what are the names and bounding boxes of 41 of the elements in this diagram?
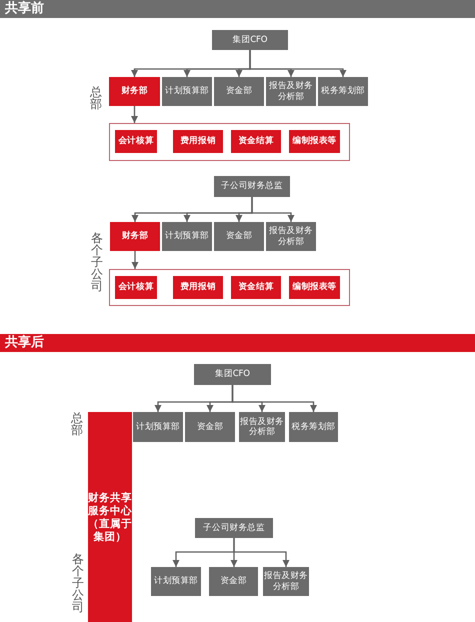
department-box: 集团CFO	[194, 364, 271, 385]
department-box: 计划预算部	[162, 77, 212, 106]
department-box: 资金部	[185, 412, 235, 442]
arrow	[249, 50, 346, 77]
highlighted-box: 会计核算	[115, 130, 157, 153]
side-label: 各个子公司	[91, 232, 103, 292]
arrow	[131, 106, 138, 123]
section-title: 共享前	[5, 1, 44, 17]
department-box: 资金部	[214, 77, 264, 106]
department-box: 计划预算部	[133, 412, 183, 442]
department-box: 报告及财务分析部	[239, 412, 285, 442]
highlighted-box: 财务部	[110, 222, 160, 251]
department-box: 资金部	[209, 567, 258, 596]
department-box: 资金部	[214, 222, 264, 251]
department-box: 子公司财务总监	[195, 518, 273, 538]
highlighted-box: 编制报表等	[289, 130, 340, 153]
outlined-box	[109, 123, 350, 161]
highlighted-box: 编制报表等	[289, 276, 340, 299]
department-box: 报告及财务分析部	[266, 77, 316, 106]
department-box: 税务筹划部	[289, 412, 338, 442]
arrow	[232, 385, 317, 412]
arrow	[233, 538, 290, 567]
department-box: 报告及财务分析部	[263, 567, 309, 596]
outlined-box	[109, 269, 350, 306]
department-box: 计划预算部	[151, 567, 201, 596]
department-box: 报告及财务分析部	[266, 222, 316, 251]
highlighted-box: 会计核算	[115, 276, 157, 299]
department-box: 计划预算部	[162, 222, 212, 251]
side-label: 总部	[90, 86, 102, 110]
highlighted-box: 费用报销	[173, 130, 223, 153]
section-title: 共享后	[5, 335, 44, 351]
department-box: 集团CFO	[212, 30, 288, 50]
shared-center-bar: 财务共享服务中心（直属于集团）	[88, 412, 132, 622]
highlighted-box: 费用报销	[173, 276, 223, 299]
highlighted-box: 资金结算	[231, 276, 281, 299]
department-box: 税务筹划部	[318, 77, 368, 106]
highlighted-box: 资金结算	[231, 130, 281, 153]
department-box: 子公司财务总监	[214, 176, 290, 197]
arrow	[251, 197, 294, 222]
highlighted-box: 财务部	[109, 77, 160, 106]
arrow	[132, 251, 138, 269]
